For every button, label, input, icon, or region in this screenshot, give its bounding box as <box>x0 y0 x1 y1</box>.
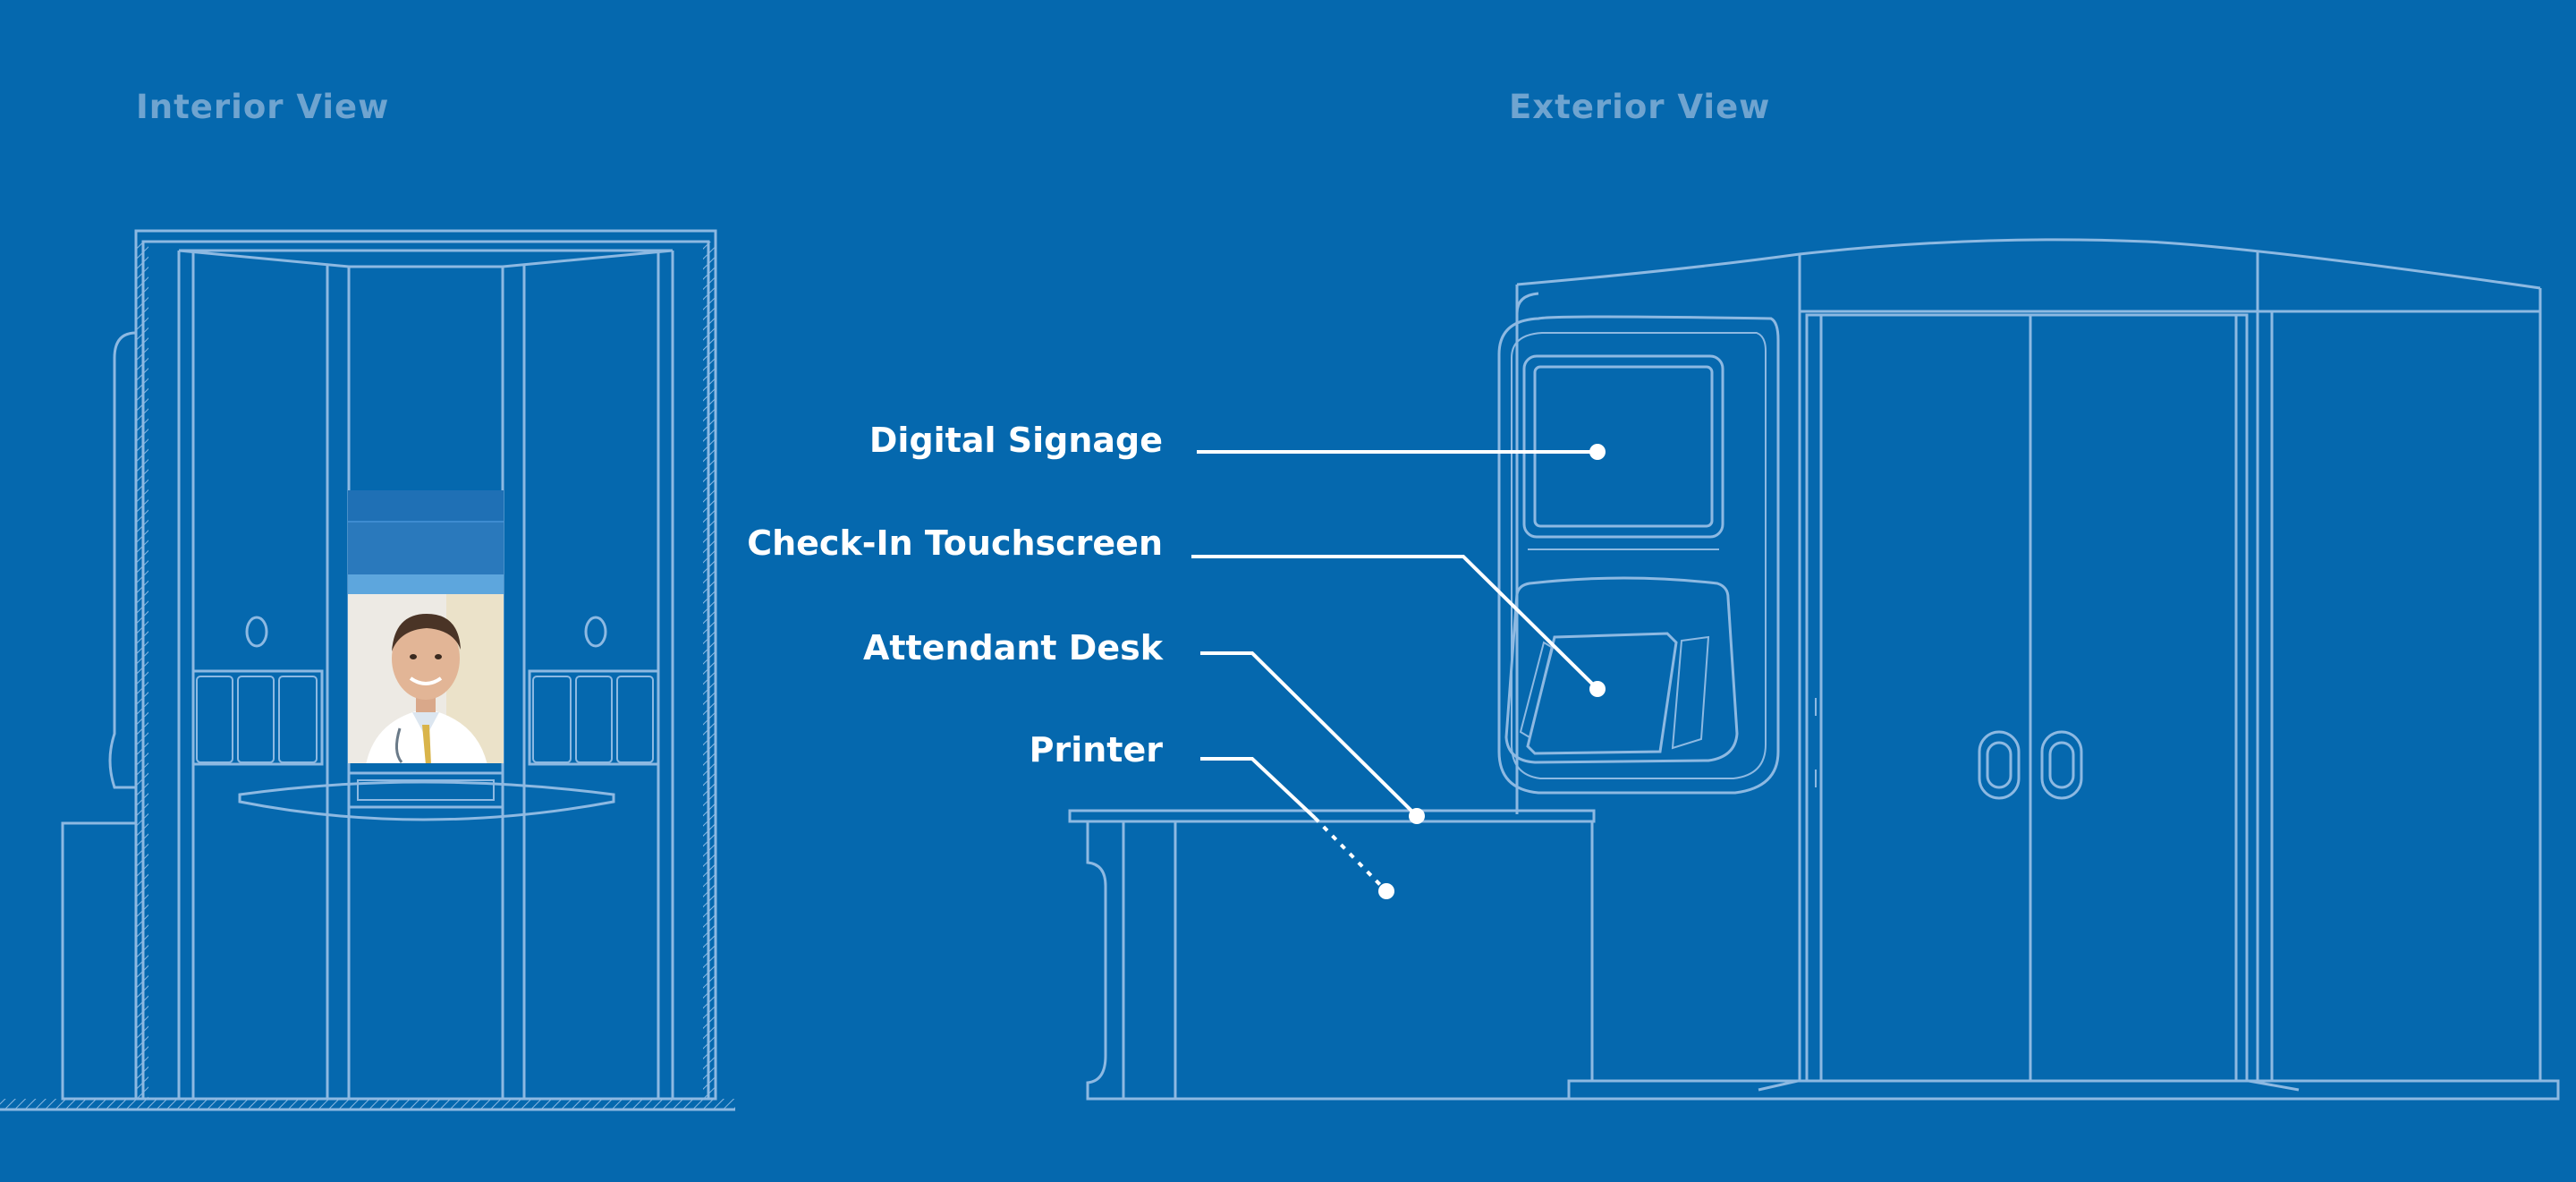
check-in-touchscreen-marker <box>1589 681 1606 697</box>
interior-view-title: Interior View <box>136 88 390 126</box>
exterior-roof <box>1516 238 2541 290</box>
door-handle-left <box>1978 730 2021 800</box>
leader-check-in-touchscreen <box>1191 555 1599 691</box>
attendant-desk-top <box>1068 809 1596 823</box>
check-in-touchscreen <box>1526 632 1678 755</box>
attendant-desk-marker <box>1409 808 1425 824</box>
callout-label-attendant-desk: Attendant Desk <box>862 628 1163 668</box>
interior-floor <box>0 1099 735 1110</box>
leader-attendant-desk <box>1200 651 1419 818</box>
interior-kiosk-drawing <box>0 229 735 1111</box>
callout-label-digital-signage: Digital Signage <box>869 421 1163 460</box>
printer-marker <box>1378 883 1394 899</box>
interior-video-screen <box>348 490 504 763</box>
callout-label-check-in-touchscreen: Check-In Touchscreen <box>747 523 1163 563</box>
kiosk-housing <box>1497 315 1780 795</box>
check-in-touchscreen-housing <box>1504 576 1739 764</box>
digital-signage-screen <box>1522 354 1724 539</box>
door-handle-right <box>2040 730 2083 800</box>
interior-counter <box>238 780 615 821</box>
digital-signage-marker <box>1589 444 1606 460</box>
screen-stats-panel <box>348 523 504 574</box>
exterior-view-title: Exterior View <box>1509 88 1771 126</box>
exterior-kiosk-drawing <box>1068 238 2560 1101</box>
screen-doctor-bar <box>348 574 504 594</box>
doctor-photo <box>348 594 504 763</box>
screen-header-bar <box>348 490 504 523</box>
callout-label-printer: Printer <box>1029 730 1163 770</box>
callout-leaders <box>1191 444 1606 899</box>
attendant-desk-side <box>1086 820 1125 1101</box>
leader-printer <box>1200 757 1317 820</box>
